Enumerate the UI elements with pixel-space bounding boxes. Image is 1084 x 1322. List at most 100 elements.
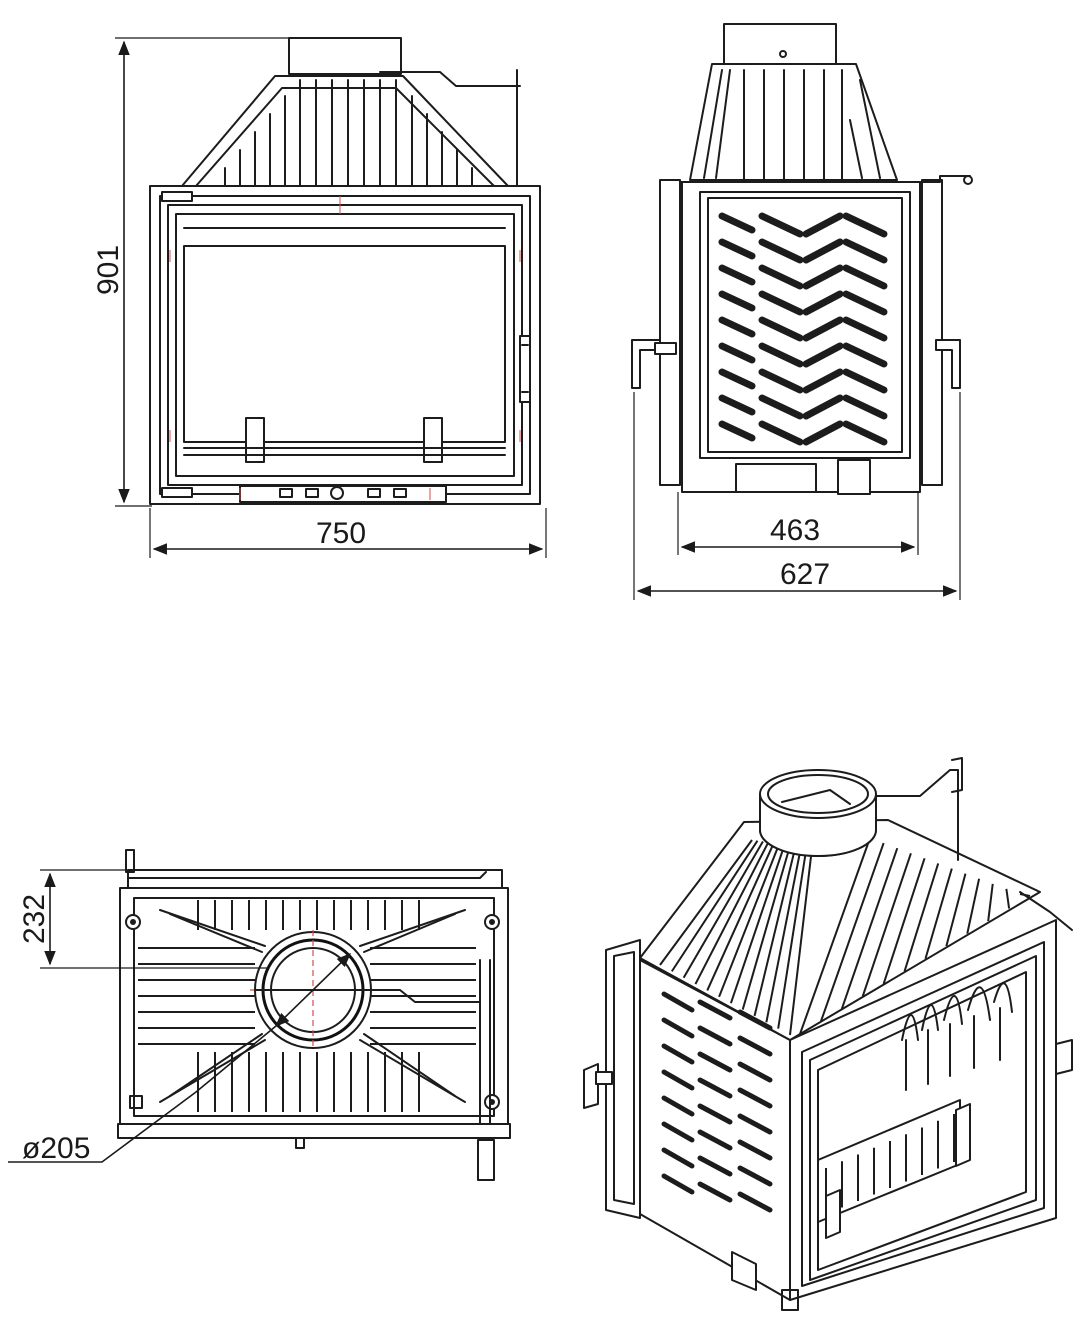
herringbone-slot: [758, 342, 804, 368]
herringbone-slot: [802, 342, 844, 368]
herringbone-slot: [718, 238, 756, 260]
herringbone-slot: [718, 420, 756, 442]
herringbone-slot: [718, 264, 756, 286]
iso-hood-rib: [694, 841, 770, 985]
herringbone-slot: [802, 394, 844, 420]
herringbone-slot: [718, 290, 756, 312]
herringbone-slot: [842, 316, 888, 342]
iso-hood-rib: [718, 843, 781, 998]
iso-herringbone-slot: [661, 1017, 695, 1039]
herringbone-slot: [842, 212, 888, 238]
iso-hood-rib: [706, 842, 775, 991]
herringbone-slot: [842, 420, 888, 446]
iso-herringbone-slot: [661, 1095, 695, 1117]
herringbone-slot: [802, 290, 844, 316]
iso-hood-ribs: [659, 837, 1031, 1036]
front-hood-ribs: [224, 79, 473, 187]
herringbone-slot: [802, 212, 844, 238]
herringbone-slot: [842, 290, 888, 316]
herringbone-slot: [718, 212, 756, 234]
herringbone-slot: [802, 264, 844, 290]
top-plate-ribs: [138, 900, 476, 1112]
iso-hood-rib: [945, 873, 967, 947]
iso-grate-bars: [825, 1114, 955, 1214]
iso-herringbone-slot: [661, 1173, 695, 1195]
iso-hood-rib: [659, 839, 753, 966]
iso-hood-rib: [924, 868, 953, 960]
herringbone-slot: [802, 368, 844, 394]
iso-hood-rib: [741, 844, 792, 1010]
iso-herringbone-slot: [697, 1129, 733, 1151]
herringbone-slot: [758, 316, 804, 342]
side-view: [631, 23, 973, 495]
iso-hood-rib: [670, 840, 759, 972]
iso-hood-rib: [987, 883, 994, 922]
iso-side-herringbone: [661, 991, 773, 1213]
iso-herringbone-slot: [661, 991, 695, 1013]
iso-hood-rib: [799, 837, 871, 1035]
herringbone-slot: [718, 394, 756, 416]
iso-herringbone-slot: [737, 1191, 773, 1213]
iso-herringbone-slot: [661, 1121, 695, 1143]
iso-hood-rib: [765, 846, 803, 1023]
iso-hood-rib: [861, 852, 912, 997]
iso-herringbone-slot: [737, 1035, 773, 1057]
dimension-width-463: 463: [677, 492, 919, 555]
iso-herringbone-slot: [737, 1165, 773, 1187]
iso-hood-rib: [789, 847, 813, 1036]
herringbone-slot: [758, 290, 804, 316]
iso-hood-rib: [966, 878, 981, 934]
dimension-width-750: 750: [149, 508, 547, 558]
iso-herringbone-slot: [697, 1051, 733, 1073]
iso-herringbone-slot: [737, 1009, 773, 1031]
herringbone-slot: [842, 368, 888, 394]
herringbone-slot: [842, 342, 888, 368]
herringbone-slot: [842, 264, 888, 290]
iso-herringbone-slot: [697, 999, 733, 1021]
iso-hood-rib: [840, 847, 899, 1010]
herringbone-slot: [718, 368, 756, 390]
iso-herringbone-slot: [661, 1043, 695, 1065]
iso-hood-rib: [903, 863, 940, 972]
herringbone-slot: [758, 212, 804, 238]
herringbone-slot: [802, 420, 844, 446]
herringbone-slot: [842, 394, 888, 420]
dimension-label-750: 750: [316, 517, 366, 550]
isometric-view: [583, 757, 1073, 1311]
herringbone-slot: [718, 316, 756, 338]
iso-hood-rib: [777, 847, 808, 1029]
dimension-depth-232: 232: [18, 869, 268, 969]
iso-hood-rib: [682, 840, 764, 979]
dimension-label-463: 463: [770, 514, 820, 547]
herringbone-slot: [718, 342, 756, 364]
iso-hood-rib: [729, 844, 786, 1004]
dimension-label-627: 627: [780, 558, 830, 591]
iso-herringbone-slot: [661, 1147, 695, 1169]
herringbone-slot: [758, 238, 804, 264]
dimension-label-diameter: ø205: [22, 1132, 90, 1165]
dimension-label-232: 232: [18, 894, 51, 944]
iso-herringbone-slot: [697, 1025, 733, 1047]
herringbone-slot: [758, 368, 804, 394]
iso-herringbone-slot: [697, 1181, 733, 1203]
herringbone-slot: [758, 264, 804, 290]
herringbone-slot: [802, 316, 844, 342]
herringbone-slot: [758, 420, 804, 446]
herringbone-slot: [758, 394, 804, 420]
iso-hood-rib: [819, 842, 885, 1022]
iso-herringbone-slot: [661, 1069, 695, 1091]
side-hood-ribs: [703, 69, 881, 181]
iso-hood-rib: [882, 858, 926, 985]
dimension-height-901: 901: [92, 37, 292, 507]
side-herringbone-pattern: [718, 212, 888, 446]
dimension-width-627: 627: [633, 392, 961, 600]
herringbone-slot: [802, 238, 844, 264]
iso-herringbone-slot: [697, 1155, 733, 1177]
iso-herringbone-slot: [737, 1139, 773, 1161]
top-view: [8, 849, 511, 1181]
herringbone-slot: [842, 238, 888, 264]
dimension-label-901: 901: [92, 245, 125, 295]
iso-herringbone-slot: [737, 1061, 773, 1083]
iso-herringbone-slot: [697, 1103, 733, 1125]
